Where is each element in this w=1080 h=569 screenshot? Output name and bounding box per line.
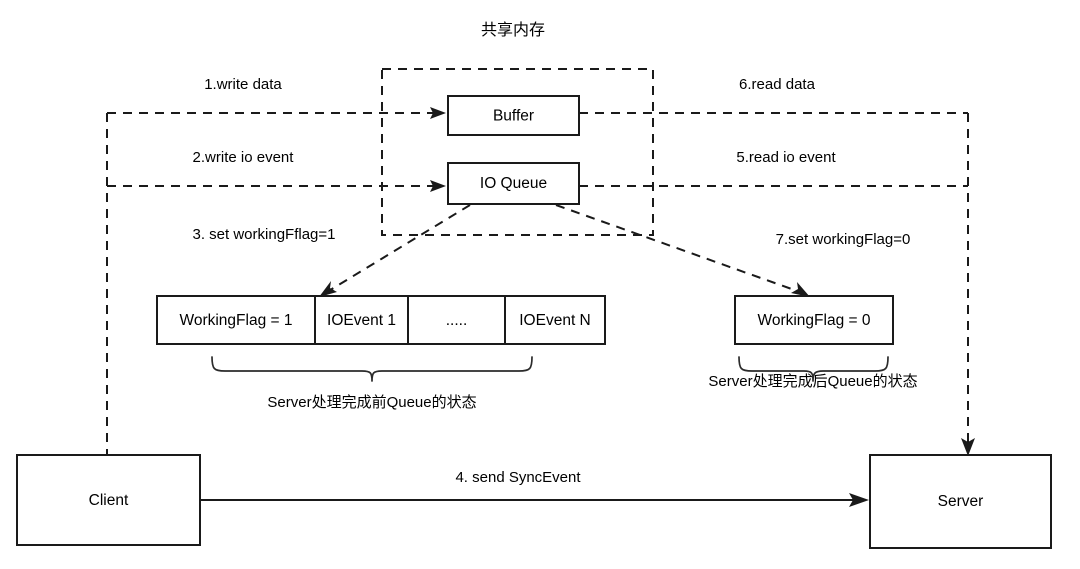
queue-after-bar[interactable]	[734, 295, 894, 345]
step-label-3: 3. set workingFflag=1	[193, 226, 336, 243]
step-label-6: 6.read data	[739, 76, 816, 93]
queue-before-caption: Server处理完成前Queue的状态	[267, 394, 476, 411]
queue-before-cell-2: .....	[446, 312, 468, 329]
flow-write-io-event-arrowhead	[430, 180, 446, 192]
flow-send-syncevent-arrowhead	[849, 493, 869, 507]
flow-write-data-arrowhead	[430, 107, 446, 119]
step-label-7: 7.set workingFlag=0	[776, 231, 911, 248]
client-node-label: Client	[89, 492, 129, 509]
server-node-label: Server	[938, 493, 984, 510]
shared-memory-title: 共享内存	[481, 21, 545, 39]
queue-after-caption: Server处理完成后Queue的状态	[708, 373, 917, 390]
io-queue-to-before-state-line	[326, 204, 471, 293]
step-label-1: 1.write data	[204, 76, 282, 93]
io-queue-to-after-state-line	[555, 204, 801, 293]
step-label-2: 2.write io event	[193, 149, 295, 166]
buffer-node-label: Buffer	[493, 108, 534, 125]
io-queue-node-label: IO Queue	[480, 175, 547, 192]
queue-before-bar[interactable]	[156, 295, 606, 345]
queue-after-cell-0: WorkingFlag = 0	[757, 312, 870, 329]
queue-before-cell-3: IOEvent N	[519, 312, 591, 329]
queue-before-cell-1: IOEvent 1	[327, 312, 396, 329]
io-queue-to-before-state-arrowhead	[319, 281, 337, 297]
queue-after-brace	[738, 356, 889, 382]
step-label-4: 4. send SyncEvent	[455, 469, 581, 486]
shared-memory-container	[381, 68, 654, 236]
io-queue-node[interactable]	[447, 162, 580, 205]
server-spine-arrowhead	[961, 438, 975, 456]
client-node[interactable]	[16, 454, 201, 546]
server-node[interactable]	[869, 454, 1052, 549]
queue-before-brace	[211, 356, 533, 382]
queue-before-cell-0: WorkingFlag = 1	[179, 312, 292, 329]
step-label-5: 5.read io event	[736, 149, 836, 166]
io-queue-to-after-state-arrowhead	[791, 282, 810, 297]
buffer-node[interactable]	[447, 95, 580, 136]
